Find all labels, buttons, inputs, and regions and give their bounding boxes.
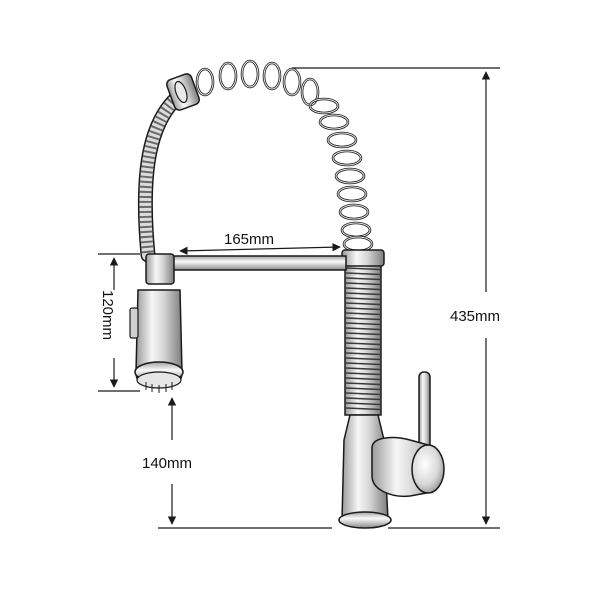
neck-rib xyxy=(345,287,381,291)
neck-rib xyxy=(345,312,381,316)
neck-rib xyxy=(345,307,381,311)
neck-rib xyxy=(345,267,381,271)
neck-rib xyxy=(345,362,381,366)
neck-rib xyxy=(345,297,381,301)
neck-rib xyxy=(345,397,381,401)
spring-loop xyxy=(332,150,362,166)
neck-rib xyxy=(345,342,381,346)
hose-connector xyxy=(165,73,201,111)
neck-rib xyxy=(345,367,381,371)
spring-loop xyxy=(309,98,339,114)
faucet-handle xyxy=(371,371,445,498)
spray-head xyxy=(129,253,184,393)
dimension-lines xyxy=(98,67,500,529)
neck-rib xyxy=(345,322,381,326)
clearance-label: 140mm xyxy=(142,455,192,472)
neck-rib xyxy=(345,372,381,376)
spring-loop xyxy=(335,168,365,184)
neck-rib xyxy=(345,357,381,361)
neck-rib xyxy=(345,407,381,411)
neck-rib xyxy=(345,277,381,281)
spring-loop xyxy=(196,68,214,96)
height-label: 435mm xyxy=(450,308,500,325)
spring-loop xyxy=(327,132,357,148)
braided-hose xyxy=(137,87,188,263)
neck-rib xyxy=(345,352,381,356)
spring-loop xyxy=(339,204,369,220)
neck-rib xyxy=(345,282,381,286)
spring-loop xyxy=(263,62,281,90)
neck-rib xyxy=(345,402,381,406)
neck-collar xyxy=(341,249,385,267)
neck-rib xyxy=(345,377,381,381)
neck-rib xyxy=(345,302,381,306)
spring-loop xyxy=(343,236,373,252)
neck-rib xyxy=(345,347,381,351)
neck-rib xyxy=(345,272,381,276)
neck-rib xyxy=(345,327,381,331)
spring-loop xyxy=(337,186,367,202)
spring-loop xyxy=(341,222,371,238)
spring-loop xyxy=(241,60,259,88)
neck-rib xyxy=(345,337,381,341)
faucet-neck xyxy=(344,254,382,416)
neck-rib xyxy=(345,382,381,386)
spring-coil xyxy=(195,59,374,253)
spray-arm xyxy=(167,255,347,271)
neck-rib xyxy=(345,332,381,336)
spring-loop xyxy=(283,68,301,96)
neck-rib xyxy=(345,387,381,391)
neck-rib xyxy=(345,392,381,396)
head-length-label: 120mm xyxy=(99,290,116,340)
neck-rib xyxy=(345,292,381,296)
reach-label: 165mm xyxy=(224,231,274,248)
spring-loop xyxy=(319,114,349,130)
spring-loop xyxy=(219,62,237,90)
neck-rib xyxy=(345,317,381,321)
